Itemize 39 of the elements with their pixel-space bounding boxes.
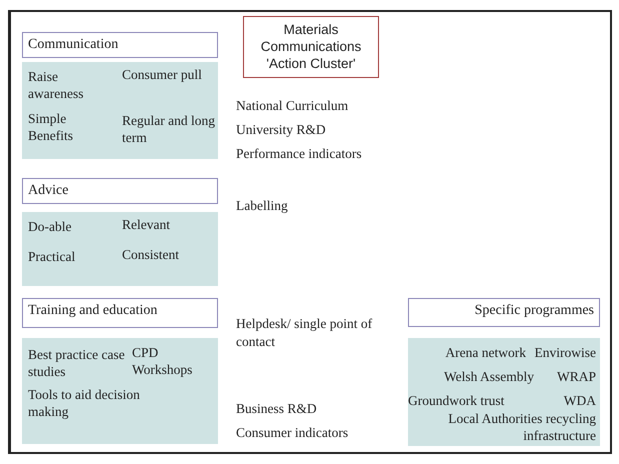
item-text: Local Authorities recycling infrastructure <box>447 410 596 444</box>
heading-text: Specific programmes <box>474 303 594 318</box>
item-text: WDA <box>562 392 596 409</box>
item-text: Relevant <box>122 216 171 233</box>
item-text: Practical <box>28 248 76 265</box>
note-text: University R&D <box>236 121 327 139</box>
item-text: Do-able <box>28 218 72 235</box>
note-text: Business R&D <box>236 400 318 418</box>
item-panel <box>22 338 218 444</box>
heading-box <box>22 32 218 58</box>
item-panel <box>408 338 600 446</box>
heading-box <box>22 298 218 328</box>
heading-text: Communication <box>28 37 118 52</box>
item-panel <box>22 62 218 159</box>
item-text: Tools to aid decision making <box>28 386 141 420</box>
item-text: Groundwork trust <box>408 392 506 409</box>
note-text: National Curriculum <box>236 97 350 115</box>
item-text: Regular and long term <box>122 112 216 146</box>
heading-box <box>22 178 218 204</box>
note-text: Materials Communications 'Action Cluster' <box>260 22 362 71</box>
heading-box <box>408 298 600 327</box>
item-text: Consistent <box>122 246 180 263</box>
note-text: Performance indicators <box>236 145 363 163</box>
item-text: Arena network <box>444 344 526 361</box>
item-text: Best practice case studies <box>28 346 126 380</box>
item-text: CPD Workshops <box>132 344 194 378</box>
item-panel <box>22 212 218 286</box>
item-text: Raise awareness <box>28 68 84 102</box>
note-text: Labelling <box>236 197 289 215</box>
heading-text: Advice <box>28 183 68 198</box>
item-text: Simple Benefits <box>28 110 74 144</box>
item-text: Welsh Assembly <box>442 368 534 385</box>
heading-text: Training and education <box>28 303 158 318</box>
item-text: Consumer pull <box>122 66 203 83</box>
note-text: Consumer indicators <box>236 424 350 442</box>
note-box <box>243 16 379 78</box>
item-text: WRAP <box>556 368 596 385</box>
note-text: Helpdesk/ single point of contact <box>236 315 374 351</box>
item-text: Envirowise <box>534 344 596 361</box>
